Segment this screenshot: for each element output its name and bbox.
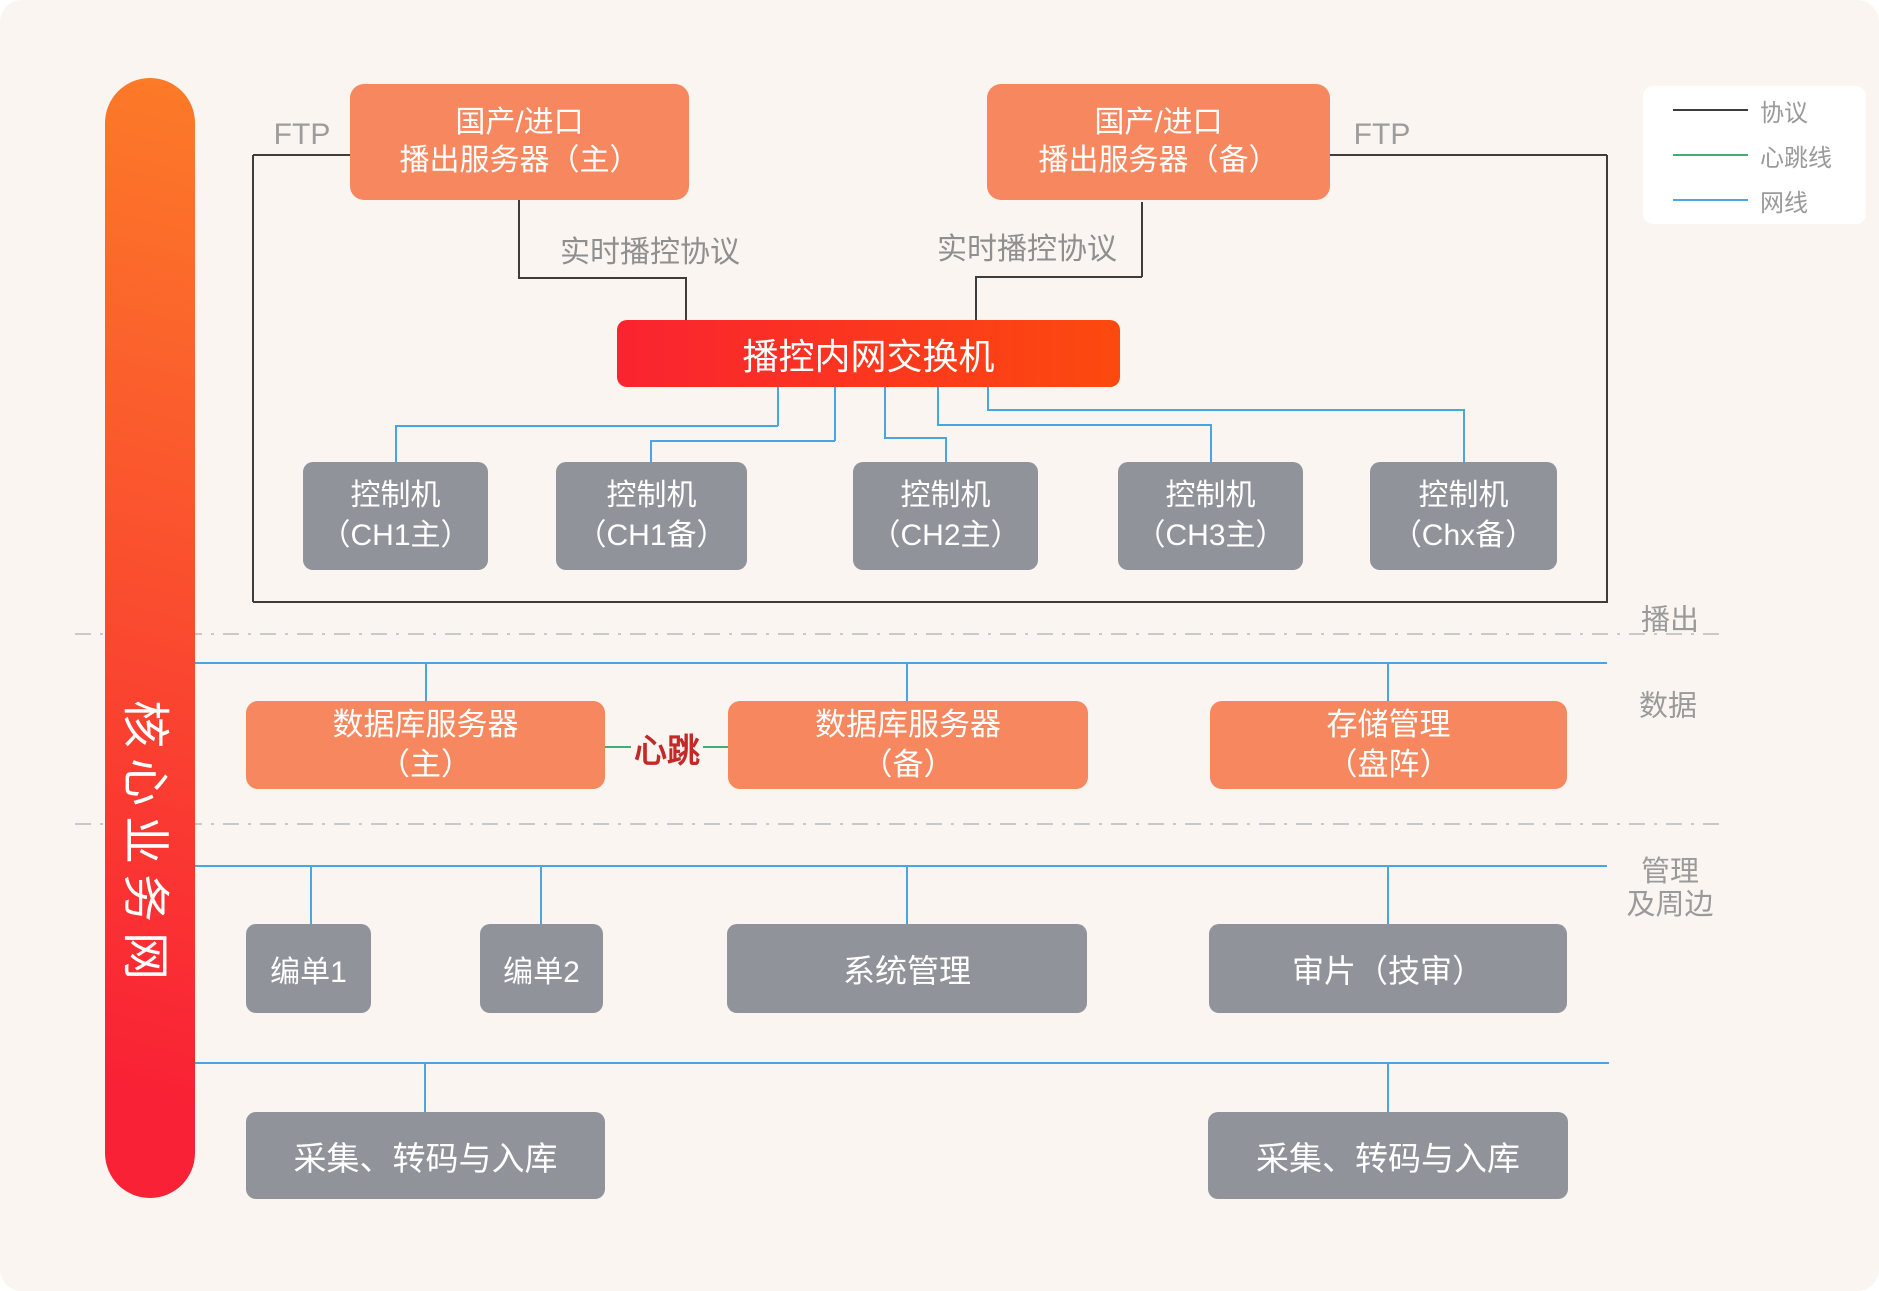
protocol-label-right: 实时播控协议 — [937, 233, 1117, 266]
network-line — [193, 865, 1607, 867]
protocol-line — [518, 200, 520, 278]
protocol-line — [253, 601, 1608, 603]
node-controller-ch3-main: 控制机 （CH3主） — [1118, 462, 1303, 570]
network-line — [1387, 1063, 1389, 1112]
protocol-line — [253, 154, 350, 156]
node-controller-ch2-main: 控制机 （CH2主） — [853, 462, 1038, 570]
section-label-management: 管理 及周边 — [1626, 856, 1714, 921]
node-ingest-right: 采集、转码与入库 — [1208, 1112, 1568, 1199]
node-controller-ch1-backup: 控制机 （CH1备） — [556, 462, 747, 570]
node-broadcast-server-main: 国产/进口 播出服务器（主） — [350, 84, 689, 200]
separator-data-management — [75, 823, 1722, 825]
network-line — [937, 424, 1211, 426]
protocol-line — [518, 277, 686, 279]
node-database-server-main: 数据库服务器 （主） — [246, 701, 605, 789]
protocol-label-left: 实时播控协议 — [560, 236, 740, 269]
network-line — [777, 387, 779, 426]
network-line — [834, 387, 836, 441]
network-line — [310, 866, 312, 924]
protocol-line — [1141, 202, 1143, 277]
legend-panel: 协议 心跳线 网线 — [1643, 86, 1866, 224]
network-line — [1463, 409, 1465, 462]
protocol-line — [975, 276, 1142, 278]
network-line — [193, 1062, 1609, 1064]
network-line — [906, 663, 908, 702]
core-network-bar-label: 核心业务网 — [118, 699, 171, 991]
protocol-line-swatch — [1673, 109, 1748, 111]
node-edit1: 编单1 — [246, 924, 371, 1013]
protocol-line — [1606, 155, 1608, 602]
network-line — [540, 866, 542, 924]
section-label-broadcast: 播出 — [1640, 604, 1700, 637]
protocol-line — [975, 277, 977, 320]
node-broadcast-server-backup: 国产/进口 播出服务器（备） — [987, 84, 1330, 200]
network-line — [884, 437, 946, 439]
node-database-server-backup: 数据库服务器 （备） — [728, 701, 1088, 789]
ftp-label-right: FTP — [1353, 118, 1411, 151]
heartbeat-line — [605, 746, 631, 748]
network-line — [1387, 866, 1389, 924]
legend-label: 心跳线 — [1760, 144, 1832, 172]
node-review: 审片（技审） — [1209, 924, 1567, 1013]
network-line — [651, 440, 835, 442]
node-intranet-switch: 播控内网交换机 — [617, 320, 1120, 387]
separator-broadcast-data — [75, 633, 1722, 635]
legend-label: 网线 — [1760, 189, 1808, 217]
network-line — [650, 440, 652, 462]
node-edit2: 编单2 — [480, 924, 603, 1013]
network-line — [987, 409, 1464, 411]
network-line — [884, 387, 886, 438]
heartbeat-line — [703, 746, 728, 748]
heartbeat-line-swatch — [1673, 154, 1748, 156]
node-controller-ch1-main: 控制机 （CH1主） — [303, 462, 488, 570]
network-line — [193, 662, 1607, 664]
network-line — [396, 425, 778, 427]
section-label-data: 数据 — [1638, 690, 1698, 723]
network-line — [987, 387, 989, 410]
protocol-line — [1330, 154, 1607, 156]
legend-item-heartbeat: 心跳线 — [1643, 138, 1866, 173]
core-network-bar — [105, 78, 195, 1198]
network-line — [395, 425, 397, 462]
node-storage-management: 存储管理 （盘阵） — [1210, 701, 1567, 789]
ftp-label-left: FTP — [273, 118, 331, 151]
legend-label: 协议 — [1760, 99, 1808, 127]
node-system-management: 系统管理 — [727, 924, 1087, 1013]
legend-item-network: 网线 — [1643, 183, 1866, 218]
heartbeat-label: 心跳 — [634, 732, 700, 769]
network-line — [1210, 424, 1212, 462]
network-line — [425, 663, 427, 701]
protocol-line — [685, 277, 687, 320]
node-ingest-left: 采集、转码与入库 — [246, 1112, 605, 1199]
legend-item-protocol: 协议 — [1643, 93, 1866, 128]
node-controller-chx-backup: 控制机 （Chx备） — [1370, 462, 1557, 570]
network-line — [424, 1063, 426, 1112]
network-line — [1387, 663, 1389, 702]
protocol-line — [252, 155, 254, 602]
network-line-swatch — [1673, 199, 1748, 201]
network-line — [906, 866, 908, 924]
network-line — [945, 437, 947, 462]
network-line — [937, 387, 939, 425]
